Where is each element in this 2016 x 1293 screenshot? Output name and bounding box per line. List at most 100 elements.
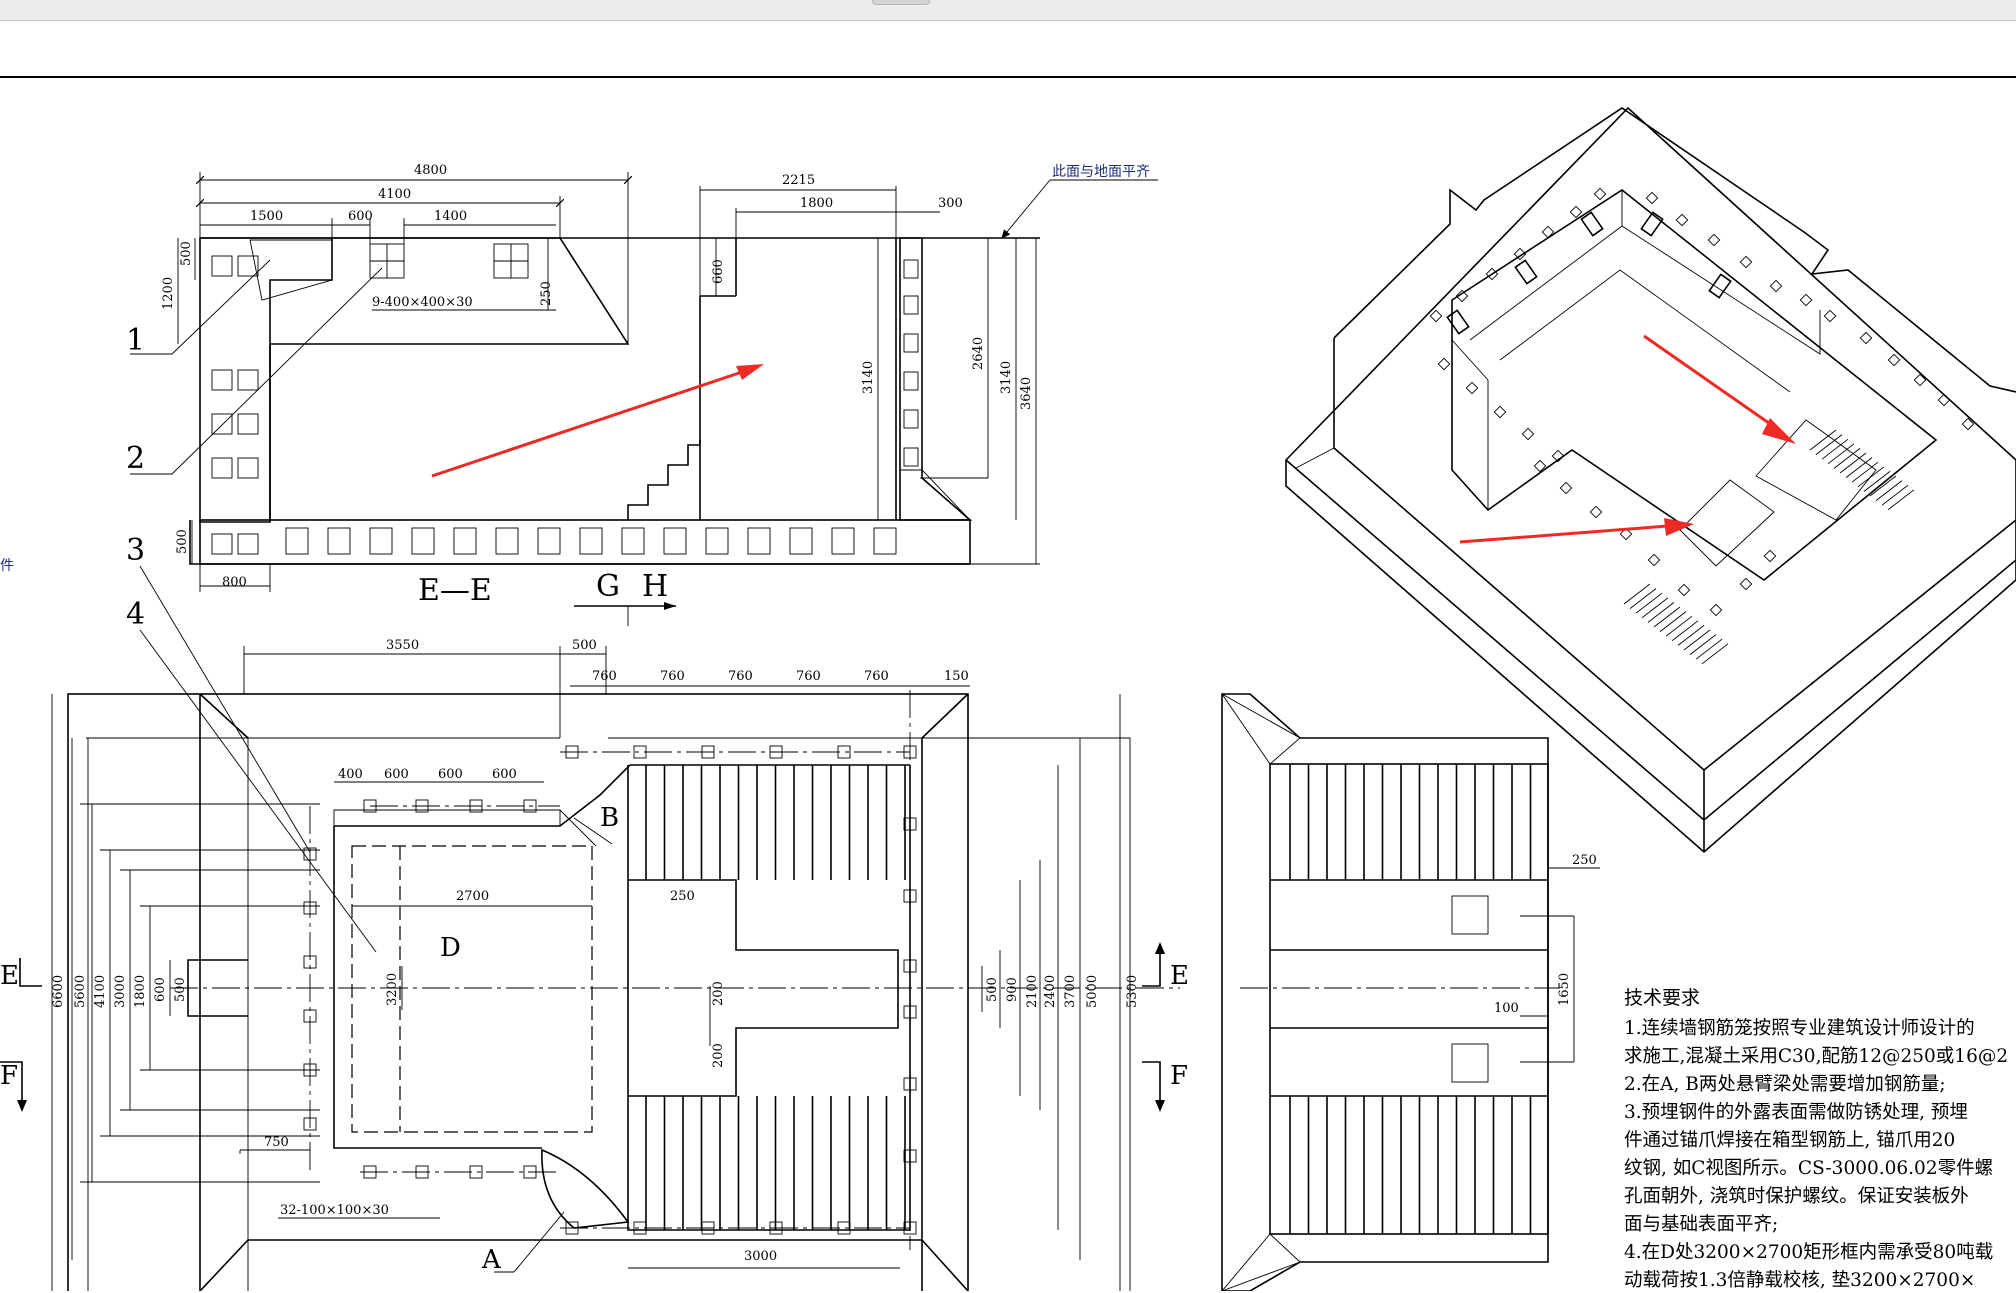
section-mark-f-left: F (0, 1061, 18, 1091)
iso-stair-step (1821, 438, 1849, 460)
bolt-hole (1513, 247, 1527, 261)
iso-stair-step (1677, 625, 1705, 646)
embed-plate (303, 901, 317, 915)
bolt-hole (1551, 449, 1565, 463)
bolt-hole (1593, 187, 1607, 201)
elevation-left-wall (199, 237, 333, 523)
iso-stair-step (1647, 602, 1675, 623)
embed-plate (303, 955, 317, 969)
embed-plate (903, 889, 917, 903)
dim-text: 3140 (861, 361, 876, 394)
dim-text: 2700 (456, 889, 489, 904)
rebar-square (663, 527, 687, 555)
embed-plate (837, 745, 851, 759)
embed-plate (633, 1221, 647, 1235)
iso-stair-step (1845, 457, 1873, 478)
embed-plate (363, 1165, 377, 1179)
window-grab-handle[interactable] (872, 0, 930, 5)
iso-stair-step (1629, 588, 1657, 609)
plan-dim-texts: 3550 500 760 760 760 760 760 150 400 600… (0, 558, 1189, 1275)
elevation-dim-texts: 4800 4100 1500 600 1400 2215 1800 300 50… (161, 163, 1158, 626)
embed-plate (769, 745, 783, 759)
iso-stair-step (1869, 475, 1897, 497)
dim-text: 900 (1005, 977, 1020, 1002)
dim-text: 2640 (971, 337, 986, 370)
rebar-square (537, 527, 561, 555)
dim-text: 3140 (999, 361, 1014, 394)
elevation-hatched-corner (249, 239, 333, 301)
embed-plate (303, 1009, 317, 1023)
bolt-hole (1739, 577, 1753, 591)
bolt-hole (1647, 553, 1661, 567)
dim-text: 800 (222, 575, 247, 590)
point-label-a: A (481, 1245, 502, 1275)
dim-text: 600 (153, 977, 168, 1002)
embed-plate (303, 1117, 317, 1131)
rebar-square (327, 527, 351, 555)
partial-edge-label: 件 (0, 558, 14, 574)
red-arrow-head-elevation (736, 364, 764, 380)
section-mark-e-right: E (1170, 961, 1189, 991)
dim-text: 3550 (386, 638, 419, 653)
dim-text: 3640 (1019, 377, 1034, 410)
tech-line: 面与基础表面平齐; (1624, 1214, 1778, 1235)
embed-plate (903, 1005, 917, 1019)
bolt-hole (1455, 289, 1469, 303)
leader-number-1: 1 (126, 323, 145, 358)
dim-text: 4800 (414, 163, 447, 178)
tech-line: 件通过锚爪焊接在箱型钢筋上, 锚爪用20 (1624, 1130, 1955, 1151)
elevation-dimensions (177, 172, 1040, 592)
iso-stair-step (1875, 480, 1903, 501)
dim-text: 760 (592, 669, 617, 684)
callout-embed-label: 32-100×100×30 (280, 1203, 389, 1218)
bolt-hole (1937, 393, 1951, 407)
bolt-hole (1429, 309, 1443, 323)
bolt-hole (1707, 233, 1721, 247)
tech-requirements-title: 技术要求 (1624, 987, 1700, 1009)
dim-text: 5600 (73, 975, 88, 1008)
embed-plate (633, 745, 647, 759)
drawing-frame-border (0, 76, 2016, 1293)
embed-plate (303, 847, 317, 861)
iso-stair-step (1839, 452, 1867, 474)
dim-text: 100 (1494, 1001, 1519, 1016)
tech-line: 2.在A, B两处悬臂梁处需要增加钢筋量; (1624, 1074, 1946, 1095)
dim-text: 300 (938, 196, 963, 211)
dim-text: 600 (438, 767, 463, 782)
embed-plate (903, 959, 917, 973)
tech-line: 求施工,混凝土采用C30,配筋12@250或16@2 (1624, 1046, 2008, 1067)
dim-text: 1500 (250, 209, 283, 224)
bolt-hole (1823, 309, 1837, 323)
bolt-hole (1677, 583, 1691, 597)
iso-stair-step (1659, 611, 1687, 632)
rebar-square (705, 527, 729, 555)
iso-stair-step (1671, 620, 1699, 642)
section-mark-f-right: F (1170, 1061, 1188, 1091)
embed-plate (903, 1221, 917, 1235)
embed-plate (565, 1221, 579, 1235)
rebar-square (873, 527, 897, 555)
view-label-g: G (596, 569, 620, 604)
embed-plate (523, 1165, 537, 1179)
bolt-hole (1769, 279, 1783, 293)
iso-stair-step (1689, 634, 1717, 655)
iso-stair-step (1881, 484, 1909, 506)
dim-text: 250 (1572, 853, 1597, 868)
dim-text: 500 (985, 977, 1000, 1002)
iso-stair-step (1683, 629, 1711, 651)
bolt-hole (1619, 527, 1633, 541)
view-label-h: H (642, 569, 668, 604)
dim-text: 150 (944, 669, 969, 684)
embed-plate (701, 1221, 715, 1235)
iso-stair-step (1857, 466, 1885, 488)
dim-text: 1800 (800, 196, 833, 211)
dim-text: 760 (864, 669, 889, 684)
embed-plate (523, 799, 537, 813)
bolt-hole (1569, 205, 1583, 219)
technical-requirements: 技术要求 1.连续墙钢筋笼按照专业建筑设计师设计的 求施工,混凝土采用C30,配… (1624, 987, 2008, 1291)
dim-text: 5000 (1085, 975, 1100, 1008)
embed-plate (469, 799, 483, 813)
iso-stair-step (1623, 583, 1651, 605)
bolt-hole (1887, 353, 1901, 367)
